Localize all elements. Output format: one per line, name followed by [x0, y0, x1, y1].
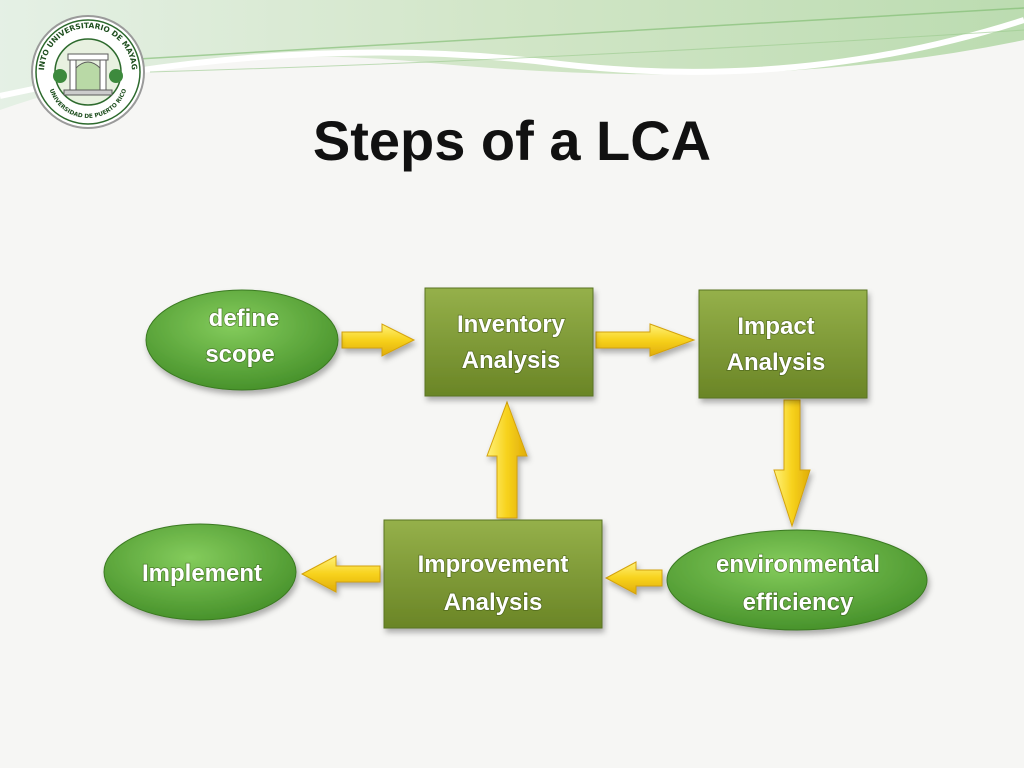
node-define-line-1: define — [209, 305, 280, 332]
node-inventory-line-1: Inventory — [457, 311, 566, 338]
monument-icon — [53, 53, 123, 96]
header-swoosh — [0, 0, 1024, 110]
node-inventory-analysis: Inventory Analysis — [424, 287, 594, 397]
node-define-scope: define scope — [145, 289, 339, 391]
node-define-line-2: scope — [205, 341, 274, 368]
node-impact-line-1: Impact — [737, 313, 814, 340]
university-seal: RECINTO UNIVERSITARIO DE MAYAGÜEZ UNIVER… — [30, 14, 145, 129]
node-environmental-line-2: efficiency — [743, 589, 854, 616]
arrow-impact-to-environmental — [773, 399, 811, 528]
arrow-inventory-to-impact — [595, 323, 696, 357]
node-improvement-analysis: Improvement Analysis — [383, 519, 603, 629]
node-implement-line-1: Implement — [142, 560, 262, 587]
arrow-environmental-to-improvement — [604, 561, 663, 595]
node-implement: Implement — [103, 523, 297, 621]
arrow-improvement-to-inventory — [486, 400, 528, 519]
node-improvement-line-2: Analysis — [444, 589, 543, 616]
node-environmental-line-1: environmental — [716, 551, 880, 578]
slide-title: Steps of a LCA — [312, 109, 712, 172]
node-improvement-line-1: Improvement — [418, 551, 569, 578]
arrow-improvement-to-implement — [300, 555, 381, 593]
arrow-define-to-inventory — [341, 323, 416, 357]
node-inventory-line-2: Analysis — [462, 347, 561, 374]
node-environmental-efficiency: environmental efficiency — [666, 529, 928, 631]
node-impact-analysis: Impact Analysis — [698, 289, 868, 399]
node-impact-line-2: Analysis — [727, 349, 826, 376]
